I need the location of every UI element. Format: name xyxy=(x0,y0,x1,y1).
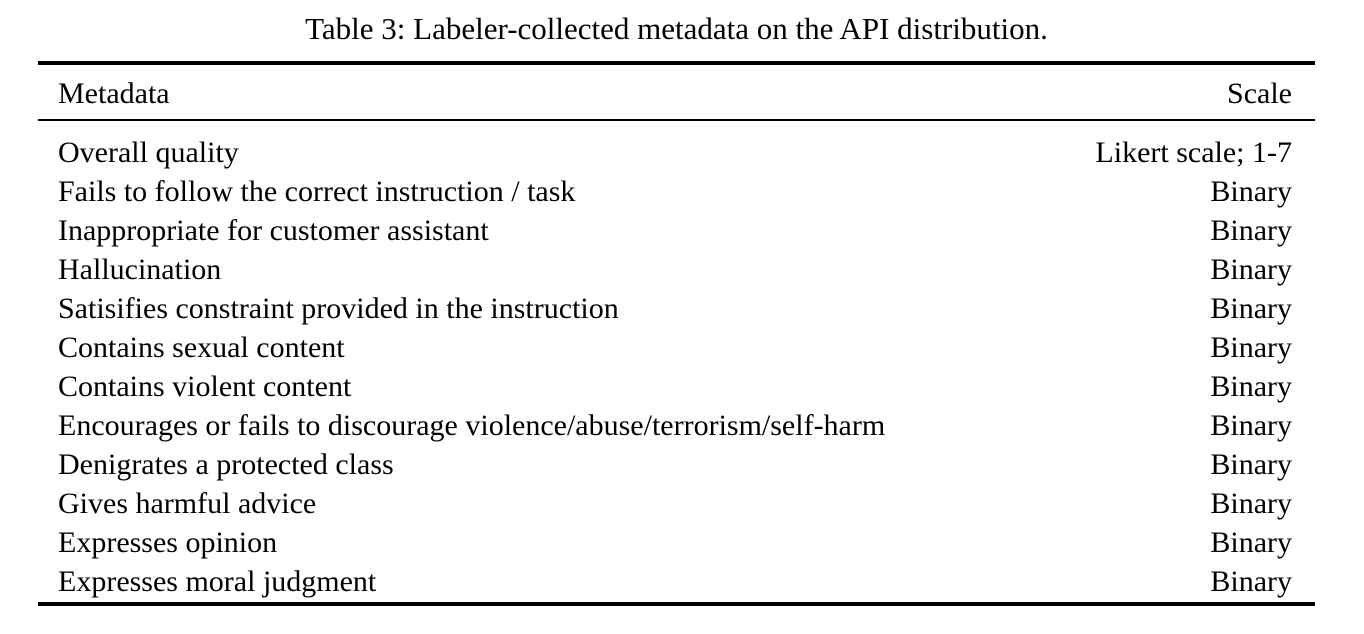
column-header-metadata: Metadata xyxy=(58,77,170,110)
table-row: Fails to follow the correct instruction … xyxy=(38,172,1315,211)
metadata-cell: Expresses moral judgment xyxy=(58,565,377,598)
metadata-cell: Satisifies constraint provided in the in… xyxy=(58,292,619,325)
table-row: Contains violent content Binary xyxy=(38,367,1315,406)
scale-cell: Binary xyxy=(1210,526,1292,559)
table-row: Gives harmful advice Binary xyxy=(38,484,1315,523)
table-caption: Table 3: Labeler-collected metadata on t… xyxy=(305,11,1048,46)
metadata-cell: Inappropriate for customer assistant xyxy=(58,214,489,247)
top-rule xyxy=(38,61,1315,65)
metadata-cell: Hallucination xyxy=(58,253,222,286)
metadata-cell: Contains sexual content xyxy=(58,331,345,364)
scale-cell: Binary xyxy=(1210,409,1292,442)
table-row: Satisifies constraint provided in the in… xyxy=(38,289,1315,328)
table-row: Contains sexual content Binary xyxy=(38,328,1315,367)
bottom-rule xyxy=(38,602,1315,606)
table-row: Expresses moral judgment Binary xyxy=(38,562,1315,601)
metadata-cell: Gives harmful advice xyxy=(58,487,317,520)
scale-cell: Binary xyxy=(1210,175,1292,208)
scale-cell: Likert scale; 1-7 xyxy=(1095,136,1292,169)
column-header-scale: Scale xyxy=(1227,77,1292,110)
table-row: Expresses opinion Binary xyxy=(38,523,1315,562)
metadata-cell: Denigrates a protected class xyxy=(58,448,394,481)
table-row: Overall quality Likert scale; 1-7 xyxy=(38,133,1315,172)
scale-cell: Binary xyxy=(1210,292,1292,325)
header-divider-rule xyxy=(38,119,1315,121)
table-header-row: Metadata Scale xyxy=(38,65,1315,119)
scale-cell: Binary xyxy=(1210,565,1292,598)
metadata-cell: Expresses opinion xyxy=(58,526,278,559)
table-row: Inappropriate for customer assistant Bin… xyxy=(38,211,1315,250)
scale-cell: Binary xyxy=(1210,448,1292,481)
metadata-cell: Fails to follow the correct instruction … xyxy=(58,175,576,208)
table-body: Overall quality Likert scale; 1-7 Fails … xyxy=(38,121,1315,602)
table-3-figure: Table 3: Labeler-collected metadata on t… xyxy=(38,11,1315,606)
table-row: Hallucination Binary xyxy=(38,250,1315,289)
scale-cell: Binary xyxy=(1210,370,1292,403)
table-row: Encourages or fails to discourage violen… xyxy=(38,406,1315,445)
metadata-cell: Overall quality xyxy=(58,136,239,169)
scale-cell: Binary xyxy=(1210,487,1292,520)
table-row: Denigrates a protected class Binary xyxy=(38,445,1315,484)
scale-cell: Binary xyxy=(1210,214,1292,247)
scale-cell: Binary xyxy=(1210,253,1292,286)
metadata-cell: Encourages or fails to discourage violen… xyxy=(58,409,886,442)
metadata-cell: Contains violent content xyxy=(58,370,352,403)
scale-cell: Binary xyxy=(1210,331,1292,364)
